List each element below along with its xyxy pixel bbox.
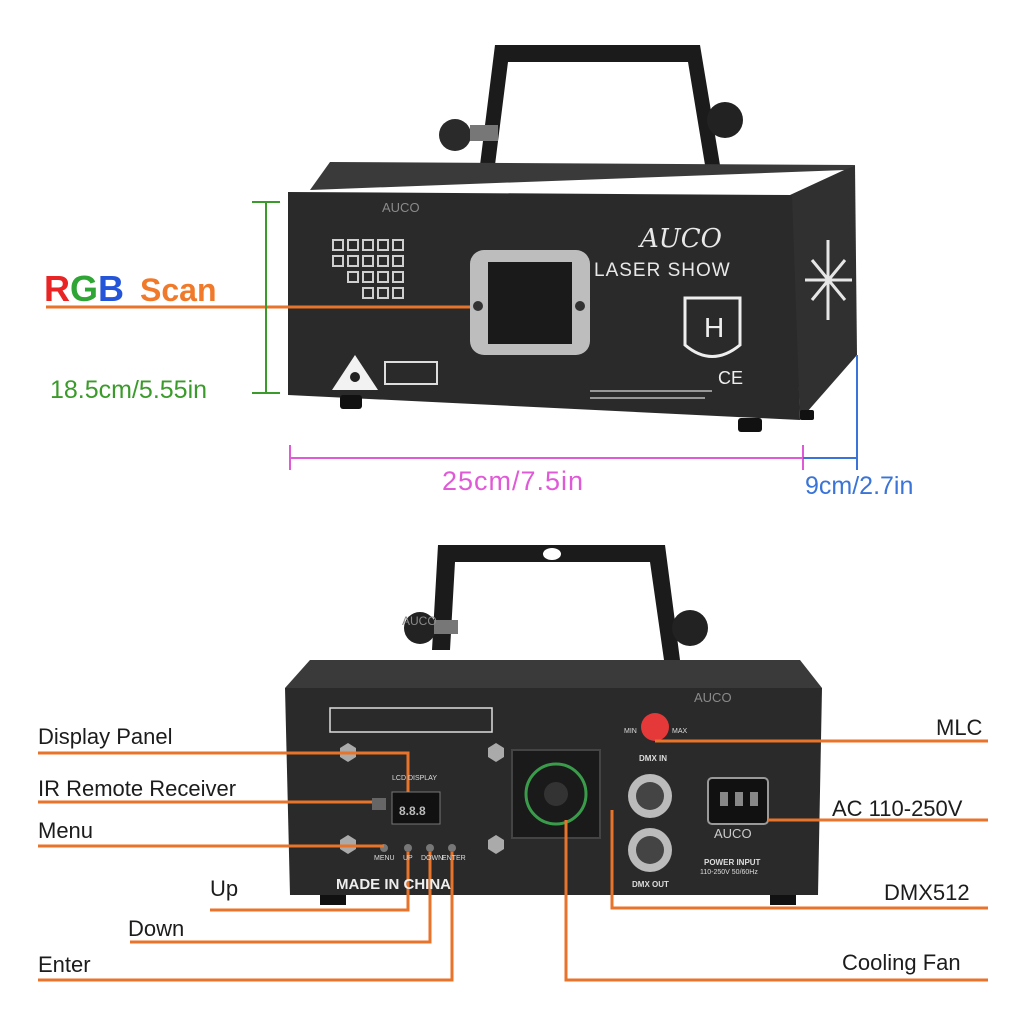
mlc-knob — [641, 713, 669, 741]
brand-logo: AUCO — [640, 224, 722, 254]
device-top-face — [310, 162, 855, 190]
ir-receiver-window — [372, 798, 386, 810]
front-ce-mark: CE — [718, 368, 744, 388]
device-side-face — [790, 165, 857, 420]
rear-leader-lines — [38, 739, 988, 982]
dmx-in-label: DMX IN — [639, 754, 667, 763]
depth-dimension-label: 9cm/2.7in — [805, 472, 914, 500]
rear-view-illustration: 8.8.8 — [38, 545, 988, 982]
dmx512-leader — [610, 810, 988, 910]
enter-button-dot — [448, 844, 456, 852]
side-vent-pattern — [805, 240, 852, 320]
svg-text:8.8.8: 8.8.8 — [399, 804, 426, 818]
down-button-label: DOWN — [421, 855, 444, 862]
made-in-china-text: MADE IN CHINA — [336, 876, 451, 893]
front-knob-screw — [470, 125, 498, 141]
laser-show-text: LASER SHOW — [594, 260, 731, 281]
socket-brand-label: AUCO — [714, 826, 752, 841]
scan-word: Scan — [140, 272, 217, 308]
down-leader — [130, 852, 432, 944]
rear-watermark-1: AUCO — [402, 614, 437, 628]
front-vent-grid — [332, 239, 404, 299]
down-label: Down — [128, 916, 185, 941]
menu-button-label: MENU — [374, 855, 395, 862]
certification-icons-row — [329, 707, 493, 733]
ac-label: AC 110-250V — [832, 796, 963, 821]
front-view-illustration — [46, 45, 858, 470]
lens-aperture — [488, 262, 572, 344]
enter-leader — [38, 852, 454, 982]
front-knob-left — [439, 119, 471, 151]
dmx512-label: DMX512 — [884, 880, 970, 905]
rear-knob-right — [672, 610, 708, 646]
front-handle — [480, 45, 720, 165]
rgb-letter-b: B — [98, 268, 125, 309]
cooling-fan-label: Cooling Fan — [842, 950, 961, 975]
rgb-scan-title: RGB Scan — [44, 268, 217, 310]
rear-handle — [432, 545, 680, 660]
display-panel-leader — [38, 751, 410, 792]
cooling-fan-icon — [524, 762, 588, 826]
up-label: Up — [210, 876, 239, 901]
menu-label: Menu — [38, 818, 94, 843]
front-watermark: AUCO — [382, 200, 420, 215]
up-button-label: UP — [403, 855, 413, 862]
mlc-label: MLC — [936, 715, 983, 740]
knob-max-label: MAX — [672, 728, 688, 735]
up-leader — [210, 852, 410, 912]
rgb-letter-g: G — [70, 268, 99, 309]
serial-label-plate — [384, 361, 438, 385]
class-shield-icon — [683, 296, 742, 358]
lcd-display-caption: LCD DISPLAY — [392, 775, 437, 782]
display-panel-label: Display Panel — [38, 724, 173, 749]
rear-watermark-2: AUCO — [694, 690, 732, 705]
power-input-label: POWER INPUT — [704, 858, 761, 867]
cooling-fan-leader — [564, 820, 988, 982]
ir-remote-label: IR Remote Receiver — [38, 776, 237, 801]
dmx-out-label: DMX OUT — [632, 880, 669, 889]
power-spec-label: 110-250V 50/60Hz — [700, 869, 758, 876]
lcd-display-screen — [391, 791, 441, 825]
rear-top-face — [285, 660, 822, 688]
height-dimension-label: 18.5cm/5.55in — [50, 376, 208, 404]
enter-button-label: ENTER — [442, 855, 466, 862]
rear-knob-left — [404, 612, 436, 644]
front-knob-right — [707, 102, 743, 138]
down-button-dot — [426, 844, 434, 852]
enter-label: Enter — [38, 952, 91, 977]
rgb-letter-r: R — [44, 268, 70, 309]
up-button-dot — [404, 844, 412, 852]
class-mark-letter: H — [704, 312, 725, 343]
knob-min-label: MIN — [624, 728, 637, 735]
width-dimension-label: 25cm/7.5in — [442, 466, 585, 496]
